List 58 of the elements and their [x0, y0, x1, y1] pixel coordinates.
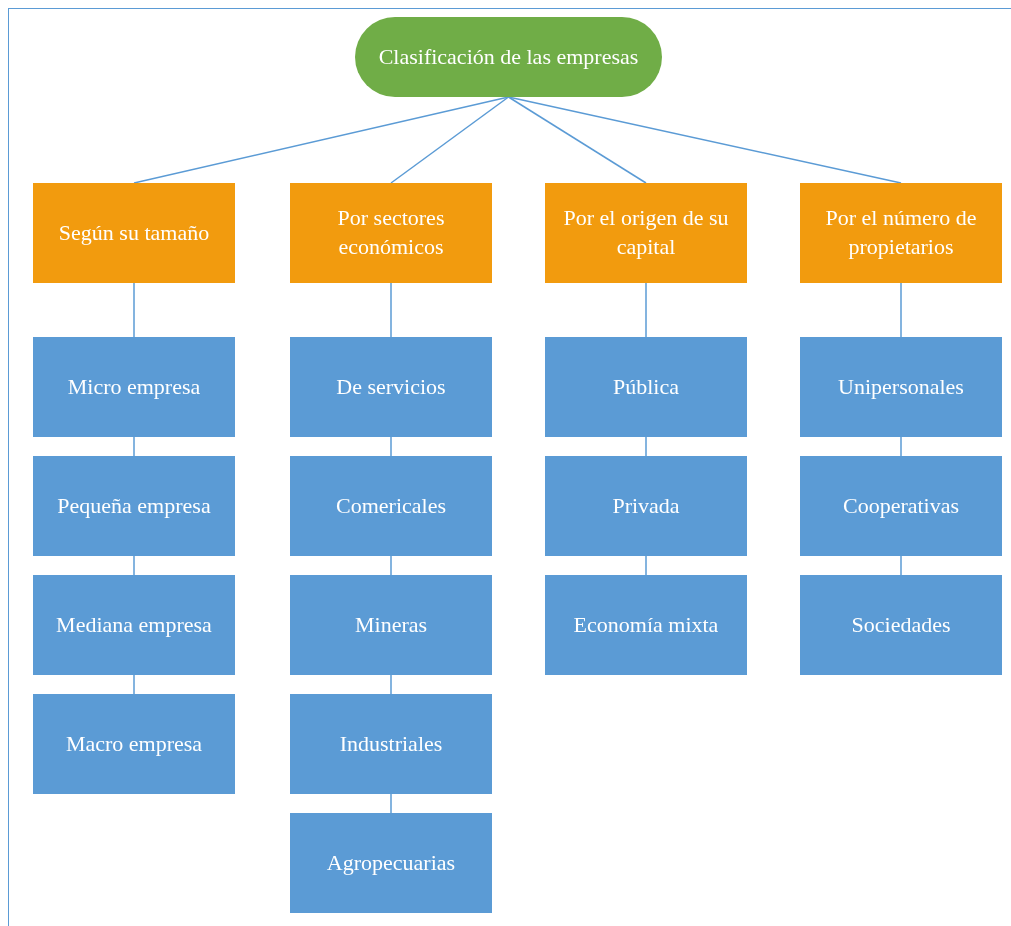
- connector-line: [133, 674, 135, 695]
- connector-line: [645, 555, 647, 576]
- item-box: [290, 575, 492, 675]
- node-label: Agropecuarias: [326, 848, 456, 877]
- connector-line: [900, 555, 902, 576]
- connector-line: [390, 674, 392, 695]
- node-label: Economía mixta: [573, 610, 719, 639]
- node-label: Privada: [612, 491, 680, 520]
- node-label: Sociedades: [851, 610, 951, 639]
- item-box: [33, 337, 235, 437]
- item-box: [800, 456, 1002, 556]
- node-label: Según su tamaño: [58, 218, 210, 247]
- node-label: Unipersonales: [838, 372, 964, 401]
- connector-line: [645, 282, 647, 338]
- node-label: Mineras: [354, 610, 428, 639]
- connector-line: [390, 96, 510, 184]
- connector-line: [507, 96, 647, 184]
- connector-line: [133, 555, 135, 576]
- connector-line: [900, 282, 902, 338]
- connector-line: [900, 436, 902, 457]
- item-box: [800, 337, 1002, 437]
- connector-line: [645, 436, 647, 457]
- item-box: [33, 575, 235, 675]
- connector-line: [390, 436, 392, 457]
- connector-line: [133, 96, 510, 184]
- item-box: [545, 456, 747, 556]
- item-box: [290, 456, 492, 556]
- item-box: [33, 694, 235, 794]
- connector-line: [390, 793, 392, 814]
- item-box: [290, 337, 492, 437]
- category-box: [545, 183, 747, 283]
- connector-line: [390, 555, 392, 576]
- item-box: [800, 575, 1002, 675]
- category-box: [290, 183, 492, 283]
- node-label: Clasificación de las empresas: [378, 42, 639, 71]
- item-box: [290, 694, 492, 794]
- connector-line: [133, 282, 135, 338]
- item-box: [545, 337, 747, 437]
- node-label: Pequeña empresa: [57, 491, 211, 520]
- connector-line: [133, 436, 135, 457]
- category-box: [33, 183, 235, 283]
- node-label: Por el número de propietarios: [824, 204, 978, 261]
- node-label: Macro empresa: [65, 729, 203, 758]
- node-label: De servicios: [336, 372, 446, 401]
- node-label: Mediana empresa: [56, 610, 212, 639]
- connector-line: [390, 282, 392, 338]
- item-box: [33, 456, 235, 556]
- node-label: Cooperativas: [842, 491, 960, 520]
- node-label: Industriales: [339, 729, 443, 758]
- node-label: Pública: [613, 372, 679, 401]
- category-box: [800, 183, 1002, 283]
- item-box: [290, 813, 492, 913]
- connector-line: [507, 96, 902, 184]
- node-label: Por sectores económicos: [336, 204, 446, 261]
- node-label: Comericales: [336, 491, 446, 520]
- node-label: Por el origen de su capital: [562, 204, 730, 261]
- item-box: [545, 575, 747, 675]
- node-label: Micro empresa: [67, 372, 201, 401]
